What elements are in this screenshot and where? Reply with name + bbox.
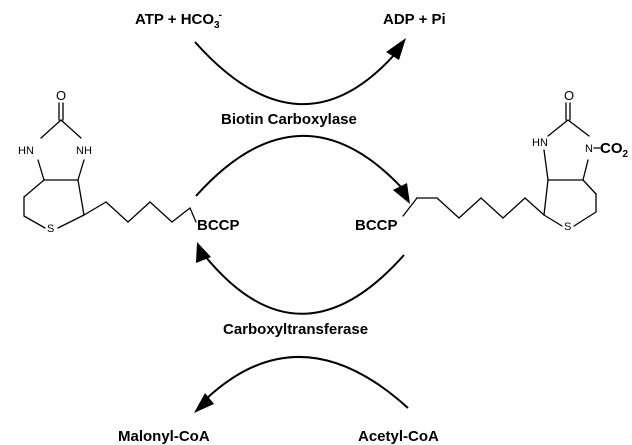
malonyl-coa-label: Malonyl-CoA — [118, 428, 210, 445]
right-oxygen-atom: O — [564, 88, 574, 103]
top-products-label: ADP + Pi — [383, 11, 446, 28]
right-sulfur-atom: S — [564, 221, 571, 233]
bottom-reaction-arrow — [204, 356, 409, 409]
left-hn-atom: HN — [18, 145, 34, 157]
left-sulfur-atom: S — [47, 223, 54, 235]
top-reactants-label: ATP + HCO3- — [135, 10, 222, 31]
right-carboxybiotin-structure: O HN N CO2 S — [402, 88, 629, 233]
right-bccp-label: BCCP — [355, 217, 398, 234]
right-co2-group: CO2 — [600, 140, 629, 160]
biotin-carboxylase-label: Biotin Carboxylase — [221, 111, 357, 128]
top-reaction-arrowhead — [386, 38, 406, 60]
acetyl-coa-label: Acetyl-CoA — [358, 428, 439, 445]
bottom-reaction-arrowhead — [194, 393, 214, 413]
right-n-atom: N — [585, 143, 593, 155]
right-hn-atom: HN — [532, 137, 548, 149]
carboxyltransferase-label: Carboxyltransferase — [223, 321, 368, 338]
left-nh-atom: NH — [76, 145, 92, 157]
cycle-lower-arrowhead — [196, 242, 211, 263]
cycle-lower-arrow — [204, 254, 405, 315]
left-biotin-structure: O HN NH S — [18, 88, 197, 235]
top-reaction-arrow — [194, 41, 396, 106]
cycle-upper-arrowhead — [393, 183, 410, 204]
left-bccp-label: BCCP — [197, 217, 240, 234]
cycle-upper-arrow — [195, 134, 403, 197]
left-oxygen-atom: O — [56, 88, 66, 103]
